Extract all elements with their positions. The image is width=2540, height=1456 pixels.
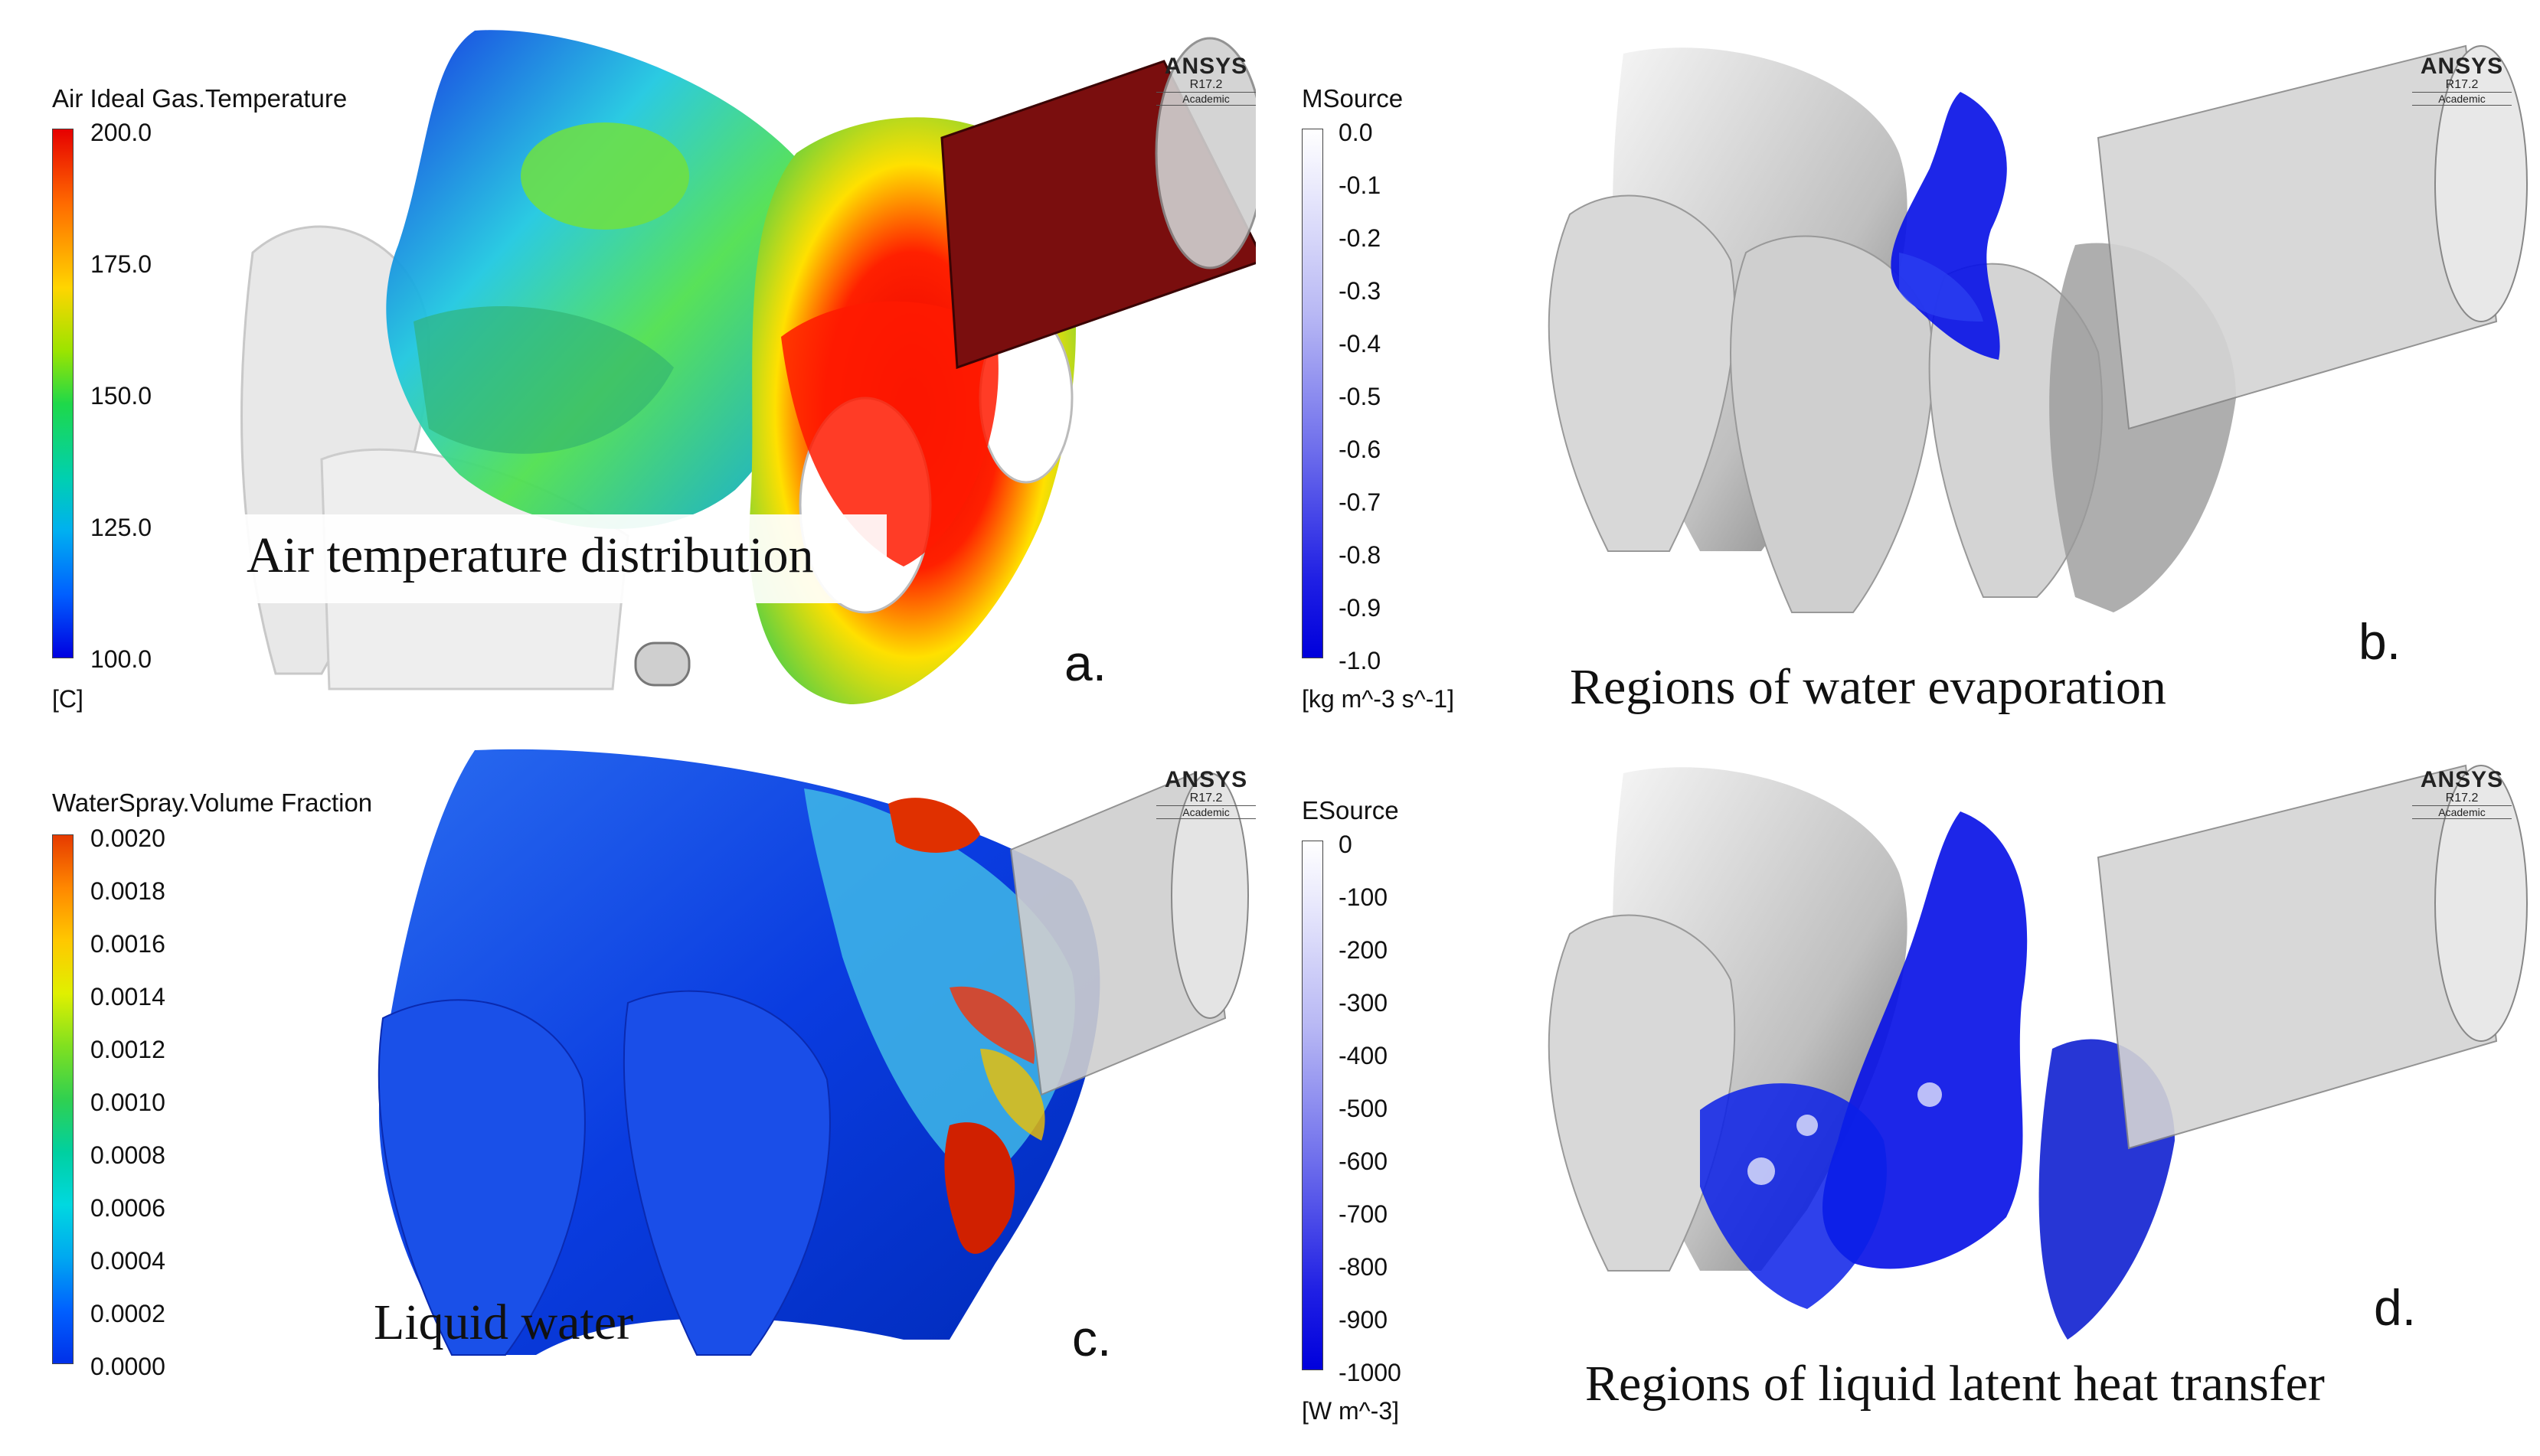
ansys-logo: ANSYS R17.2 Academic xyxy=(2404,55,2519,106)
legend-tick: -0.6 xyxy=(1339,436,1381,463)
caption-liquid-water: Liquid water xyxy=(374,1294,634,1350)
legend-tick: -300 xyxy=(1339,989,1388,1017)
legend-tick: -0.4 xyxy=(1339,330,1381,357)
panel-liquid-water: WaterSpray.Volume Fraction 0.0020 0.0018… xyxy=(0,727,1256,1456)
legend-tick: -600 xyxy=(1339,1147,1388,1175)
legend-tick: -400 xyxy=(1339,1042,1388,1069)
panel-latent-heat-transfer: ANSYS R17.2 Academic Regions of liquid l… xyxy=(1271,727,2540,1456)
water-colorbar xyxy=(52,834,74,1364)
panel-letter-d: d. xyxy=(2374,1279,2417,1336)
caption-air-temperature: Air temperature distribution xyxy=(247,527,814,583)
caption-water-evaporation: Regions of water evaporation xyxy=(1570,659,2166,715)
legend-tick: 0.0002 xyxy=(90,1300,165,1327)
msource-colorbar xyxy=(1302,129,1323,658)
legend-tick: -500 xyxy=(1339,1095,1388,1122)
legend-tick: -0.3 xyxy=(1339,277,1381,305)
caption-backdrop xyxy=(216,514,887,603)
panel-air-temperature: Air Ideal Gas.Temperature 200.0 175.0 15… xyxy=(0,0,1256,720)
legend-tick: 150.0 xyxy=(90,382,152,410)
ansys-logo: ANSYS R17.2 Academic xyxy=(1149,55,1256,106)
legend-tick: 0.0008 xyxy=(90,1141,165,1169)
legend-tick: 0.0004 xyxy=(90,1247,165,1275)
temperature-unit: [C] xyxy=(52,685,83,713)
legend-tick: 0.0010 xyxy=(90,1089,165,1116)
legend-tick: -100 xyxy=(1339,883,1388,911)
legend-tick: 0.0 xyxy=(1339,119,1373,146)
legend-tick: 0.0012 xyxy=(90,1036,165,1063)
legend-tick: -0.9 xyxy=(1339,594,1381,622)
msource-unit: [kg m^-3 s^-1] xyxy=(1302,685,1454,713)
legend-tick: -700 xyxy=(1339,1200,1388,1228)
ansys-logo: ANSYS R17.2 Academic xyxy=(2404,769,2519,819)
legend-tick: -1000 xyxy=(1339,1359,1401,1386)
latent-heat-render xyxy=(1548,764,2528,1340)
esource-legend-title: ESource xyxy=(1302,796,1399,824)
legend-tick: -0.7 xyxy=(1339,488,1381,516)
legend-tick: -200 xyxy=(1339,936,1388,964)
legend-tick: 0.0020 xyxy=(90,824,165,852)
temperature-legend-title: Air Ideal Gas.Temperature xyxy=(52,84,348,113)
legend-tick: -0.5 xyxy=(1339,383,1381,410)
legend-tick: -0.2 xyxy=(1339,224,1381,252)
legend-tick: 0.0000 xyxy=(90,1353,165,1380)
panel-letter-b: b. xyxy=(2359,613,2401,670)
esource-unit: [W m^-3] xyxy=(1302,1397,1399,1425)
legend-tick: -0.8 xyxy=(1339,541,1381,569)
legend-tick: -800 xyxy=(1339,1253,1388,1281)
legend-tick: -0.1 xyxy=(1339,171,1381,199)
legend-tick: 0.0016 xyxy=(90,930,165,958)
legend-tick: 0.0014 xyxy=(90,983,165,1010)
water-legend-title: WaterSpray.Volume Fraction xyxy=(52,788,373,817)
legend-tick: 0.0018 xyxy=(90,877,165,905)
legend-tick: 100.0 xyxy=(90,645,152,673)
esource-colorbar xyxy=(1302,841,1323,1370)
caption-latent-heat: Regions of liquid latent heat transfer xyxy=(1585,1356,2325,1412)
ansys-logo: ANSYS R17.2 Academic xyxy=(1149,769,1256,819)
water-volume-fraction-render xyxy=(378,749,1249,1356)
legend-tick: 175.0 xyxy=(90,250,152,278)
panel-letter-c: c. xyxy=(1072,1310,1112,1366)
legend-tick: 0 xyxy=(1339,831,1352,858)
panel-water-evaporation: ANSYS R17.2 Academic Regions of water ev… xyxy=(1271,0,2540,720)
evaporation-render xyxy=(1548,44,2528,613)
msource-legend-title: MSource xyxy=(1302,84,1404,113)
legend-tick: -900 xyxy=(1339,1306,1388,1334)
legend-tick: -1.0 xyxy=(1339,647,1381,674)
legend-tick: 0.0006 xyxy=(90,1194,165,1222)
temperature-colorbar xyxy=(52,129,74,658)
panel-letter-a: a. xyxy=(1064,635,1107,691)
legend-tick: 200.0 xyxy=(90,119,152,146)
legend-tick: 125.0 xyxy=(90,514,152,541)
